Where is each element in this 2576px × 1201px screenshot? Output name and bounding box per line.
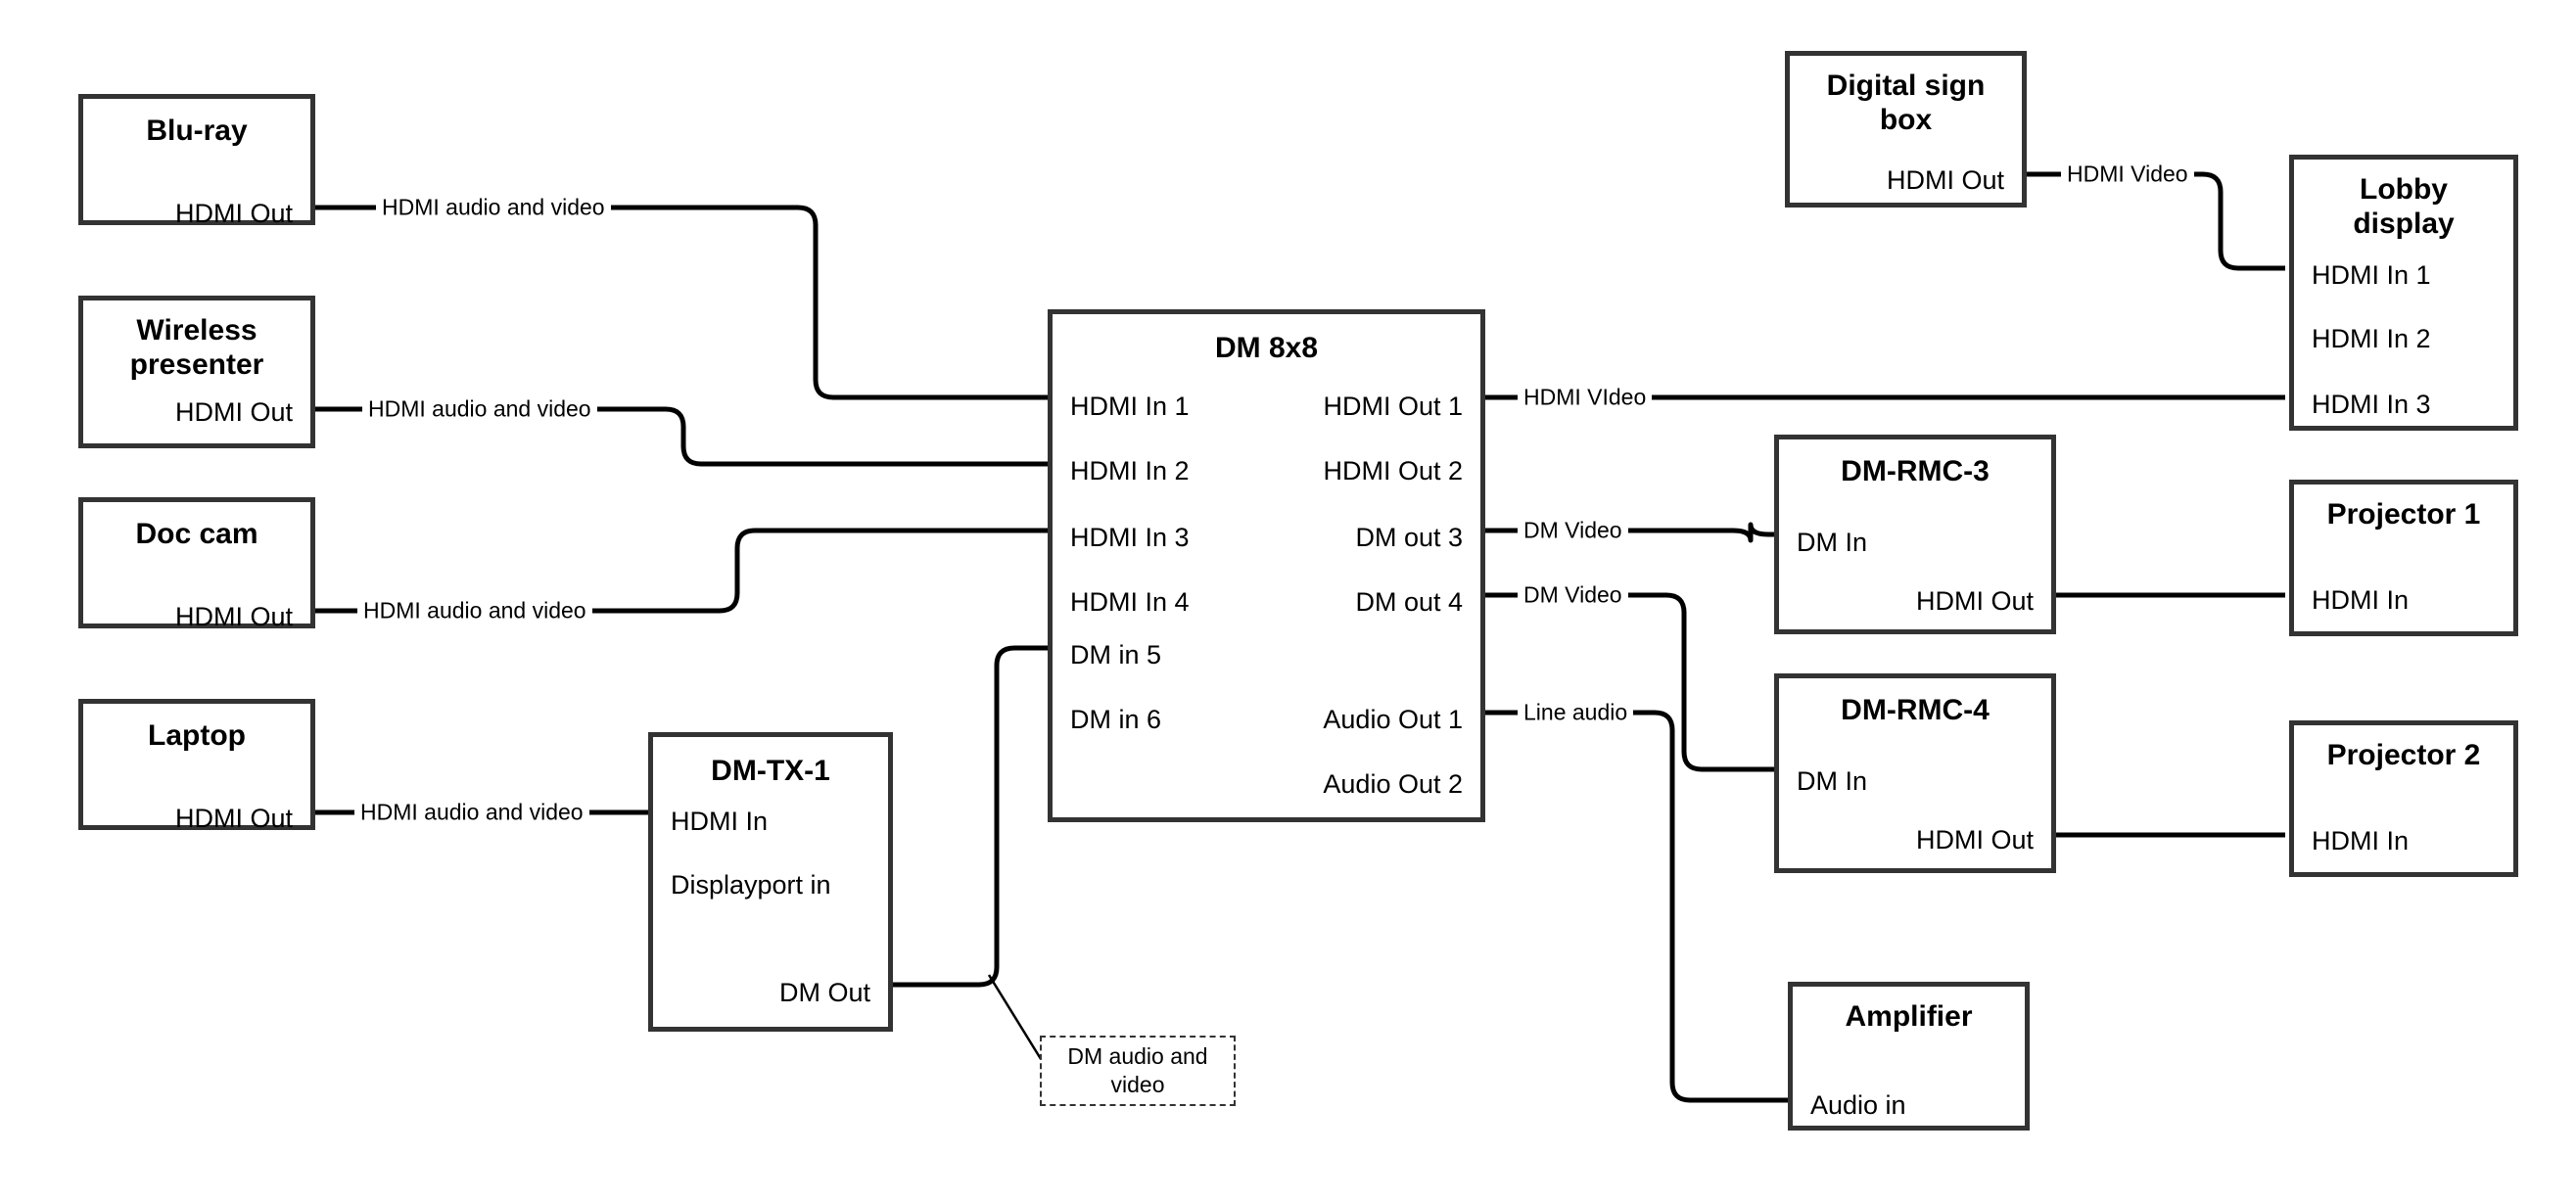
device-title-digital-sign-box: Digital sign box: [1826, 69, 1986, 136]
port-dmtx1-dm-out: DM Out: [778, 978, 870, 1007]
device-box-bluray[interactable]: Blu-ray HDMI Out: [78, 94, 315, 228]
device-box-amplifier[interactable]: Amplifier Audio in: [1788, 982, 2030, 1131]
device-title-dm-rmc-3: DM-RMC-3: [1841, 455, 1990, 487]
device-title-doc-cam: Doc cam: [135, 518, 258, 550]
port-dm8x8-dm-in-5: DM in 5: [1070, 640, 1162, 670]
device-title-lobby-display: Lobby display: [2353, 173, 2455, 240]
device-box-laptop[interactable]: Laptop HDMI Out: [78, 699, 315, 833]
port-laptop-hdmi-out: HDMI Out: [174, 804, 293, 833]
device-box-wireless-presenter[interactable]: Wireless presenter HDMI Out: [78, 296, 315, 448]
port-dm8x8-hdmi-in-1: HDMI In 1: [1070, 392, 1190, 421]
wire-label-doccam-to-dm8x8: HDMI audio and video: [357, 599, 592, 623]
device-title-projector-2: Projector 2: [2326, 739, 2481, 771]
wire-bluray-to-dm8x8: [315, 205, 1048, 400]
device-title-amplifier: Amplifier: [1845, 1000, 1973, 1033]
port-dmrmc4-dm-in: DM In: [1797, 766, 1868, 796]
port-bluray-hdmi-out: HDMI Out: [174, 199, 293, 228]
wire-wireless-to-dm8x8: [315, 406, 1048, 467]
device-box-dm-tx-1[interactable]: DM-TX-1 HDMI In Displayport in DM Out: [648, 732, 893, 1032]
device-title-wireless-presenter: Wireless presenter: [129, 314, 264, 381]
device-box-lobby-display[interactable]: Lobby display HDMI In 1 HDMI In 2 HDMI I…: [2289, 155, 2518, 431]
device-box-projector-1[interactable]: Projector 1 HDMI In: [2289, 480, 2518, 636]
port-amplifier-audio-in: Audio in: [1810, 1090, 1906, 1120]
device-title-laptop: Laptop: [148, 719, 246, 752]
port-doccam-hdmi-out: HDMI Out: [174, 602, 293, 631]
port-projector2-hdmi-in: HDMI In: [2312, 826, 2410, 855]
wire-doccam-to-dm8x8: [315, 528, 1048, 614]
port-dm8x8-hdmi-out-2: HDMI Out 2: [1323, 456, 1463, 485]
port-wireless-hdmi-out: HDMI Out: [174, 397, 293, 427]
device-box-digital-sign-box[interactable]: Digital sign box HDMI Out: [1785, 51, 2027, 208]
port-dm8x8-hdmi-in-2: HDMI In 2: [1070, 456, 1190, 485]
device-title-dm-rmc-4: DM-RMC-4: [1841, 694, 1990, 726]
port-dm8x8-dm-out-4: DM out 4: [1355, 587, 1463, 617]
wire-dm8x8-dmout4-to-dmrmc4: [1485, 592, 1774, 772]
port-dm8x8-hdmi-out-1: HDMI Out 1: [1323, 392, 1463, 421]
device-box-dm-rmc-4[interactable]: DM-RMC-4 DM In HDMI Out: [1774, 673, 2056, 873]
port-dm8x8-hdmi-in-4: HDMI In 4: [1070, 587, 1190, 617]
port-dm8x8-dm-out-3: DM out 3: [1355, 523, 1463, 552]
wire-label-digitalsign-to-lobby: HDMI Video: [2061, 162, 2194, 186]
device-title-projector-1: Projector 1: [2326, 498, 2481, 531]
port-dm8x8-dm-in-6: DM in 6: [1070, 705, 1162, 734]
wire-label-wireless-to-dm8x8: HDMI audio and video: [362, 397, 597, 421]
wire-dm8x8-dmout3-to-dmrmc3: [1485, 522, 1774, 543]
port-dmtx1-displayport-in: Displayport in: [671, 870, 831, 900]
port-dmrmc3-dm-in: DM In: [1797, 528, 1868, 557]
wire-label-bluray-to-dm8x8: HDMI audio and video: [376, 196, 611, 219]
port-projector1-hdmi-in: HDMI In: [2312, 585, 2410, 615]
callout-leader-line: [987, 974, 1048, 1068]
port-lobby-hdmi-in-1: HDMI In 1: [2312, 260, 2431, 290]
wire-digitalsign-to-lobby: [2027, 171, 2285, 271]
port-dm8x8-audio-out-2: Audio Out 2: [1323, 769, 1463, 799]
wire-label-laptop-to-dmtx1: HDMI audio and video: [354, 801, 589, 824]
port-lobby-hdmi-in-3: HDMI In 3: [2312, 390, 2431, 419]
wire-label-dm8x8-dmout4-to-dmrmc4: DM Video: [1518, 583, 1628, 607]
port-dmrmc3-hdmi-out: HDMI Out: [1915, 586, 2034, 616]
device-title-dm-8x8: DM 8x8: [1214, 332, 1319, 364]
port-lobby-hdmi-in-2: HDMI In 2: [2312, 324, 2431, 353]
device-box-doc-cam[interactable]: Doc cam HDMI Out: [78, 497, 315, 631]
device-box-projector-2[interactable]: Projector 2 HDMI In: [2289, 720, 2518, 877]
wire-dmtx1-to-dm8x8: [893, 645, 1048, 988]
port-dm8x8-audio-out-1: Audio Out 1: [1323, 705, 1463, 734]
device-title-bluray: Blu-ray: [146, 115, 248, 147]
port-dmtx1-hdmi-in: HDMI In: [671, 807, 769, 836]
port-digitalsign-hdmi-out: HDMI Out: [1886, 165, 2004, 195]
wire-label-dm8x8-audioout1-to-amplifier: Line audio: [1518, 701, 1634, 724]
device-title-dm-tx-1: DM-TX-1: [711, 755, 830, 787]
wire-dm8x8-audioout1-to-amplifier: [1485, 710, 1788, 1103]
port-dmrmc4-hdmi-out: HDMI Out: [1915, 825, 2034, 855]
device-box-dm-8x8[interactable]: DM 8x8 HDMI In 1 HDMI In 2 HDMI In 3 HDM…: [1048, 309, 1485, 822]
wire-label-dm8x8-hdmiout1-to-lobby: HDMI VIdeo: [1518, 386, 1653, 409]
port-dm8x8-hdmi-in-3: HDMI In 3: [1070, 523, 1190, 552]
device-box-dm-rmc-3[interactable]: DM-RMC-3 DM In HDMI Out: [1774, 435, 2056, 634]
wire-label-dm8x8-dmout3-to-dmrmc3: DM Video: [1518, 519, 1628, 542]
annotation-dm-audio-and-video: DM audio and video: [1040, 1036, 1236, 1106]
